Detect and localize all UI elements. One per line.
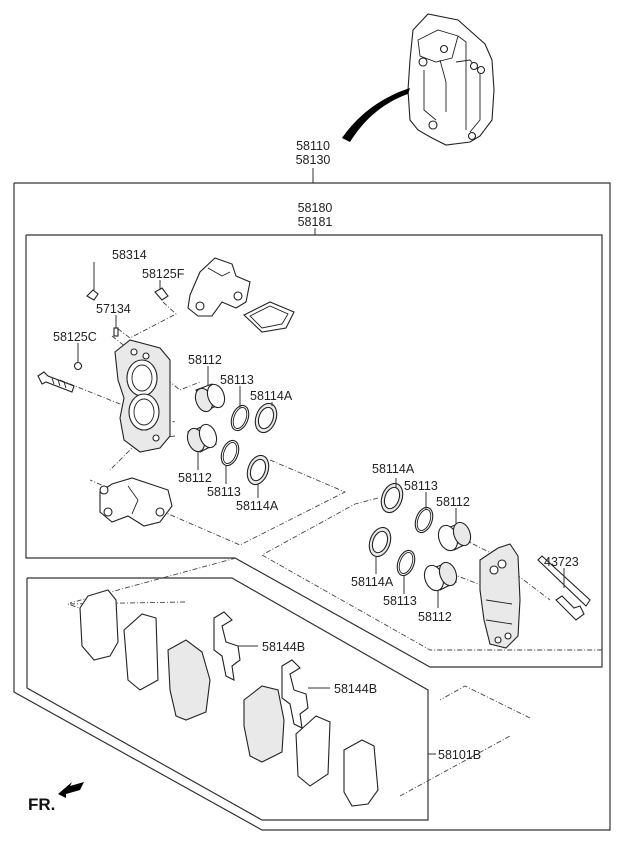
piston-upper-right (437, 521, 472, 552)
assembled-caliper-illustration (407, 13, 495, 146)
piston-lower-left (186, 423, 218, 453)
label-bleeder-cap[interactable]: 58314 (112, 248, 147, 262)
label-piston-lower-right[interactable]: 58112 (418, 610, 452, 624)
label-seal-upper-left[interactable]: 58113 (220, 373, 254, 387)
right-caliper-group (261, 478, 602, 651)
pad-clip-icon (213, 611, 241, 681)
label-boot-upper-left[interactable]: 58114A (250, 389, 293, 403)
pin-icon (113, 327, 119, 337)
caliper-kit-frame (25, 234, 603, 668)
caliper-assembly-frame (13, 182, 611, 831)
front-direction-label: FR. (28, 795, 55, 814)
label-seal-lower-right[interactable]: 58113 (383, 594, 417, 608)
label-caliper-assy-1[interactable]: 58110 (296, 139, 330, 153)
label-boot-upper-right[interactable]: 58114A (372, 462, 415, 476)
label-guide-pin[interactable]: 43723 (544, 555, 579, 569)
label-seal-upper-right[interactable]: 58113 (404, 479, 438, 493)
indicator-arrow (342, 88, 410, 142)
pad-clip-icon (281, 659, 309, 729)
label-piston-upper-left[interactable]: 58112 (188, 353, 222, 367)
label-bleeder-screw[interactable]: 58125F (142, 267, 185, 281)
label-piston-lower-left[interactable]: 58112 (178, 471, 212, 485)
label-seal-lower-left[interactable]: 58113 (207, 485, 241, 499)
label-piston-upper-right[interactable]: 58112 (436, 495, 470, 509)
label-boot-lower-left[interactable]: 58114A (236, 499, 279, 513)
label-pin[interactable]: 57134 (96, 302, 131, 316)
label-boot-lower-right[interactable]: 58114A (351, 575, 394, 589)
pad-kit-group (67, 557, 531, 807)
piston-lower-right (423, 561, 458, 592)
label-caliper-assy-2[interactable]: 58130 (296, 153, 331, 167)
left-caliper-group (37, 257, 347, 546)
label-pad-kit[interactable]: 58101B (438, 748, 481, 762)
label-plug[interactable]: 58125C (53, 330, 97, 344)
plug-icon (73, 361, 83, 371)
bleeder-screw-icon (154, 287, 169, 301)
label-caliper-kit-1[interactable]: 58180 (298, 201, 333, 215)
bleeder-cap-icon (86, 289, 99, 301)
label-pad-clip-1[interactable]: 58144B (262, 640, 305, 654)
label-pad-clip-2[interactable]: 58144B (334, 682, 377, 696)
pad-kit-frame (26, 577, 429, 821)
front-direction-arrow-icon (58, 782, 84, 798)
piston-upper-left (194, 383, 226, 413)
label-caliper-kit-2[interactable]: 58181 (298, 215, 333, 229)
